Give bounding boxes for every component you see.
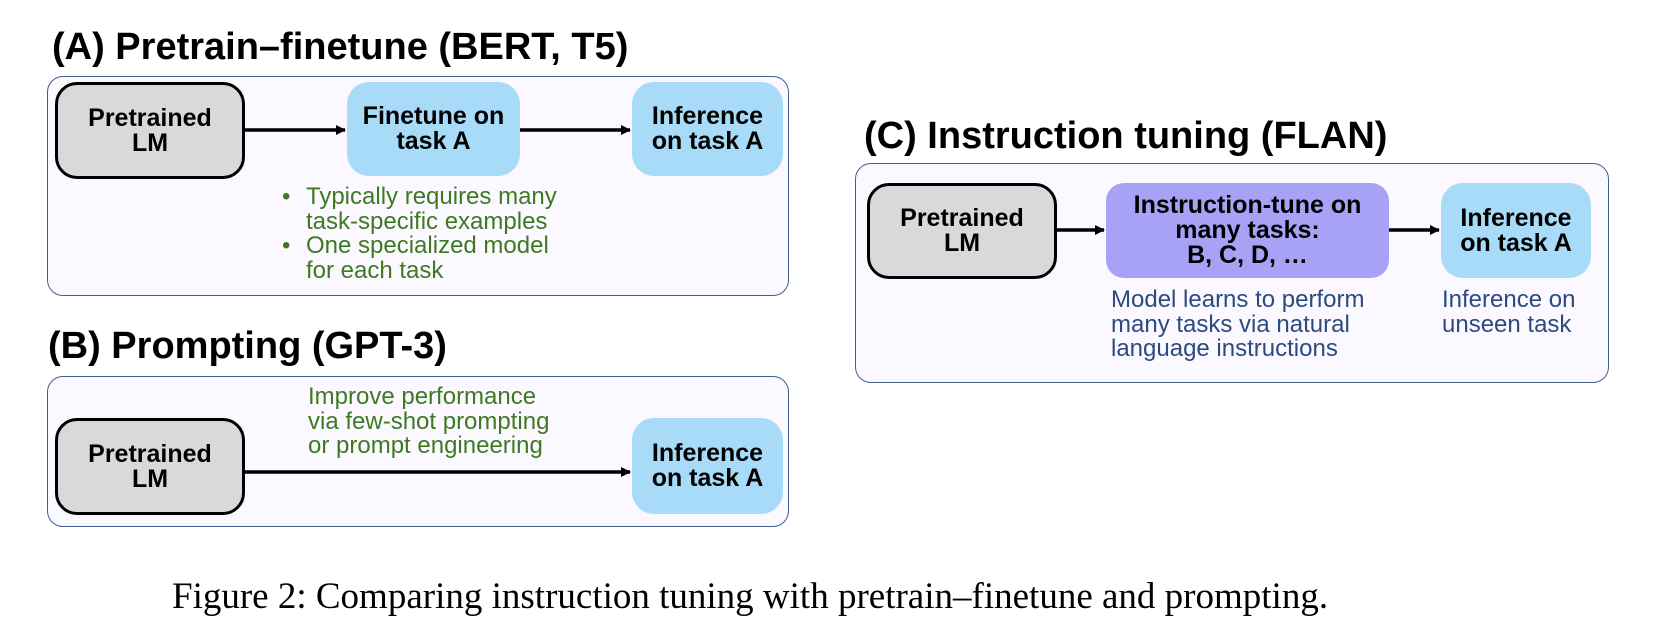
- note-line: Inference on: [1442, 286, 1576, 313]
- note-line: language instructions: [1111, 335, 1338, 362]
- box-line: Inference: [1460, 203, 1572, 232]
- box-line: LM: [131, 128, 169, 157]
- panel-c-note-right: Inference on unseen task: [1442, 286, 1576, 338]
- note-line: One specialized model: [306, 232, 549, 259]
- box-line: Pretrained: [88, 103, 212, 132]
- box-line: on task A: [1460, 228, 1572, 257]
- panel-b-title: (B) Prompting (GPT-3): [48, 325, 447, 367]
- note-line: via few-shot prompting: [308, 407, 550, 435]
- box-line: Pretrained: [900, 204, 1024, 232]
- note-line: Typically requires many: [306, 183, 557, 210]
- note-line: or prompt engineering: [308, 432, 543, 459]
- note-line: Model learns to perform: [1111, 286, 1365, 313]
- box-line: on task A: [651, 127, 764, 155]
- panel-c-title: (C) Instruction tuning (FLAN): [864, 115, 1388, 157]
- box-line: Finetune on: [362, 102, 505, 130]
- panel-b-note: Improve performance via few-shot prompti…: [308, 383, 550, 459]
- note-line: Improve performance: [308, 383, 537, 410]
- box-line: Pretrained: [88, 439, 212, 468]
- note-line: many tasks via natural: [1111, 310, 1350, 338]
- box-line: task A: [396, 127, 471, 155]
- note-line: task-specific examples: [306, 207, 548, 235]
- box-line: B, C, D, …: [1187, 241, 1308, 269]
- box-line: LM: [943, 229, 981, 257]
- box-line: on task A: [651, 464, 764, 492]
- note-line: unseen task: [1442, 310, 1572, 338]
- box-line: LM: [131, 464, 169, 493]
- box-line: many tasks:: [1175, 216, 1320, 244]
- figure-caption: Figure 2: Comparing instruction tuning w…: [172, 576, 1329, 617]
- note-line: for each task: [306, 256, 444, 284]
- panel-a-title: (A) Pretrain–finetune (BERT, T5): [52, 26, 629, 68]
- box-line: Inference: [651, 439, 764, 467]
- panel-c-note-left: Model learns to perform many tasks via n…: [1111, 286, 1365, 362]
- box-line: Instruction-tune on: [1133, 191, 1362, 219]
- box-line: Inference: [651, 102, 764, 130]
